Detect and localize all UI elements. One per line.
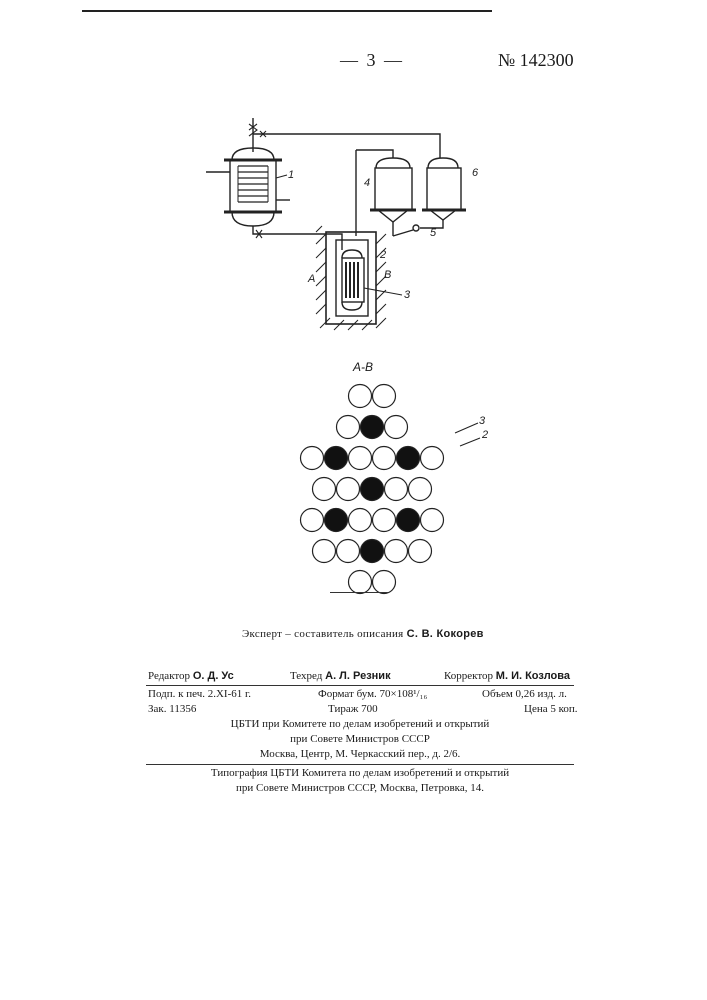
label-3: 3 bbox=[404, 289, 411, 301]
fuel-rod-filled bbox=[361, 478, 384, 501]
fuel-rod-empty bbox=[421, 509, 444, 532]
label-2: 2 bbox=[379, 249, 386, 261]
fuel-rod-empty bbox=[385, 540, 408, 563]
vessel-1-body bbox=[230, 160, 276, 212]
label-1: 1 bbox=[288, 169, 294, 181]
fuel-rod-filled bbox=[325, 447, 348, 470]
fuel-rod-empty bbox=[337, 416, 360, 439]
section-title: A-B bbox=[353, 360, 373, 374]
imprint-publisher-2: при Совете Министров СССР bbox=[146, 733, 574, 745]
tech-name: А. Л. Резник bbox=[325, 670, 390, 682]
vessel-4-body bbox=[375, 168, 412, 210]
section-label-3: 3 bbox=[479, 415, 486, 427]
fuel-rod-empty bbox=[385, 416, 408, 439]
fuel-rod-empty bbox=[301, 447, 324, 470]
expert-line: Эксперт – составитель описания С. В. Кок… bbox=[242, 628, 484, 640]
imprint-printer-1: Типография ЦБТИ Комитета по делам изобре… bbox=[146, 767, 574, 779]
vessel-1-coil bbox=[238, 166, 268, 202]
fuel-rod-empty bbox=[373, 571, 396, 594]
imprint-signed: Подп. к печ. 2.XI-61 г. bbox=[148, 688, 251, 700]
imprint-publisher-3: Москва, Центр, М. Черкасский пер., д. 2/… bbox=[146, 748, 574, 760]
label-5: 5 bbox=[430, 227, 437, 239]
outlet-pipeline bbox=[253, 226, 342, 250]
fuel-rod-filled bbox=[361, 540, 384, 563]
fuel-rod-empty bbox=[373, 447, 396, 470]
fuel-rod-empty bbox=[349, 571, 372, 594]
reactor-vessel bbox=[336, 240, 368, 316]
top-pipeline bbox=[253, 134, 440, 158]
corrector-label: Корректор bbox=[444, 670, 493, 682]
vessel-4-top-cap bbox=[376, 158, 410, 168]
vessel-1-bottom-cap bbox=[232, 212, 274, 226]
editor-name: О. Д. Ус bbox=[193, 670, 234, 682]
imprint-format: Формат бум. 70×108¹/₁₆ bbox=[318, 688, 427, 700]
label-b: B bbox=[384, 269, 391, 281]
figure-end-rule bbox=[330, 592, 388, 593]
section-diagram: 3 2 bbox=[270, 378, 500, 600]
fuel-rod-empty bbox=[349, 385, 372, 408]
fuel-rod-empty bbox=[349, 509, 372, 532]
editor: Редактор О. Д. Ус bbox=[148, 670, 234, 682]
imprint-volume: Объем 0,26 изд. л. bbox=[482, 688, 567, 700]
fuel-rod-empty bbox=[313, 478, 336, 501]
fuel-rod-empty bbox=[337, 540, 360, 563]
label-4: 4 bbox=[364, 177, 370, 189]
fuel-rod-empty bbox=[349, 447, 372, 470]
fuel-rod-empty bbox=[409, 478, 432, 501]
label-a: A bbox=[307, 273, 315, 285]
section-label-2: 2 bbox=[481, 429, 488, 441]
vessel-6-body bbox=[427, 168, 461, 210]
label-6: 6 bbox=[472, 167, 479, 179]
imprint-run: Тираж 700 bbox=[328, 703, 378, 715]
tech-label: Техред bbox=[290, 670, 322, 682]
credits-rule bbox=[146, 685, 574, 686]
expert-prefix: Эксперт – составитель описания bbox=[242, 628, 404, 640]
imprint-printer-2: при Совете Министров СССР, Москва, Петро… bbox=[146, 782, 574, 794]
fuel-rod-empty bbox=[337, 478, 360, 501]
fuel-rod-empty bbox=[385, 478, 408, 501]
vessel-6-top-cap bbox=[428, 158, 458, 168]
apparatus-schematic: 1 2 3 4 5 6 A B bbox=[0, 0, 707, 360]
corrector-name: М. И. Козлова bbox=[496, 670, 570, 682]
tech-editor: Техред А. Л. Резник bbox=[290, 670, 391, 682]
imprint-rule bbox=[146, 764, 574, 765]
fuel-rod-empty bbox=[313, 540, 336, 563]
fuel-rod-filled bbox=[397, 447, 420, 470]
fuel-rod-empty bbox=[409, 540, 432, 563]
fuel-rod-filled bbox=[325, 509, 348, 532]
imprint-price: Цена 5 коп. bbox=[524, 703, 578, 715]
editor-label: Редактор bbox=[148, 670, 190, 682]
imprint-publisher-1: ЦБТИ при Комитете по делам изобретений и… bbox=[146, 718, 574, 730]
fuel-rod-empty bbox=[373, 509, 396, 532]
fuel-rod-filled bbox=[361, 416, 384, 439]
imprint-order: Зак. 11356 bbox=[148, 703, 196, 715]
expert-name: С. В. Кокорев bbox=[407, 628, 484, 640]
corrector: Корректор М. И. Козлова bbox=[444, 670, 570, 682]
fuel-rod-filled bbox=[397, 509, 420, 532]
fuel-rod-empty bbox=[301, 509, 324, 532]
fuel-rod-empty bbox=[373, 385, 396, 408]
fuel-rod-empty bbox=[421, 447, 444, 470]
